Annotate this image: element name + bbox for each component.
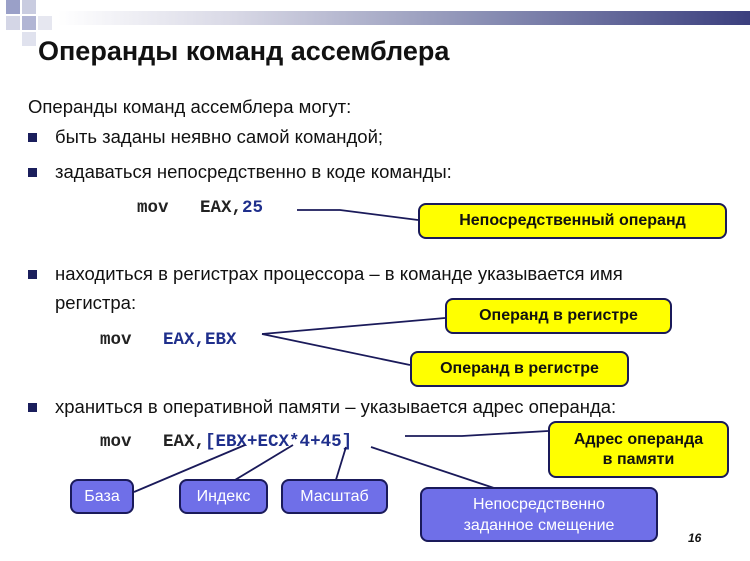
code-operand: EAX, bbox=[163, 432, 206, 452]
bullet-implicit: быть заданы неявно самой командой; bbox=[55, 126, 384, 147]
code-line-register: mov EAX,EBX bbox=[100, 330, 237, 350]
header-gradient-bar bbox=[58, 11, 750, 25]
callout-text: Непосредственно bbox=[473, 495, 605, 513]
code-register-operands: EAX,EBX bbox=[163, 330, 237, 350]
bullet-marker bbox=[28, 133, 37, 142]
decor-square bbox=[22, 16, 36, 30]
code-op: mov bbox=[100, 330, 132, 350]
callout-immediate-operand: Непосредственный операнд bbox=[418, 203, 727, 239]
callout-index: Индекс bbox=[179, 479, 268, 514]
callout-text: Индекс bbox=[196, 488, 251, 505]
callout-text: База bbox=[84, 488, 120, 505]
slide-title: Операнды команд ассемблера bbox=[38, 36, 450, 66]
code-op: mov bbox=[100, 432, 132, 452]
decor-square bbox=[38, 16, 52, 30]
code-operand: EAX, bbox=[200, 198, 243, 218]
callout-register-operand-1: Операнд в регистре bbox=[445, 298, 672, 334]
bullet-register: находиться в регистрах процессора – в ко… bbox=[55, 263, 623, 284]
page-number: 16 bbox=[688, 531, 702, 545]
bullet-marker bbox=[28, 168, 37, 177]
callout-memory-address: Адрес операнда в памяти bbox=[548, 421, 729, 478]
decor-square bbox=[22, 32, 36, 46]
intro-text: Операнды команд ассемблера могут: bbox=[28, 96, 352, 117]
callout-scale: Масштаб bbox=[281, 479, 388, 514]
callout-text: Операнд в регистре bbox=[440, 360, 599, 377]
decor-square bbox=[22, 0, 36, 14]
bullet-immediate: задаваться непосредственно в коде команд… bbox=[55, 161, 452, 182]
decor-square bbox=[6, 16, 20, 30]
callout-text: Масштаб bbox=[300, 488, 369, 505]
code-op: mov bbox=[137, 198, 169, 218]
callout-text: Непосредственный операнд bbox=[459, 212, 686, 229]
code-line-immediate: mov EAX,25 bbox=[137, 198, 263, 218]
code-immediate-value: 25 bbox=[242, 198, 264, 218]
callout-text: Адрес операнда bbox=[573, 430, 704, 448]
bullet-marker bbox=[28, 270, 37, 279]
bullet-register-cont: регистра: bbox=[55, 292, 137, 313]
callout-register-operand-2: Операнд в регистре bbox=[410, 351, 629, 387]
callout-text: Операнд в регистре bbox=[479, 307, 638, 324]
callout-displacement: Непосредственно заданное смещение bbox=[420, 487, 658, 542]
bullet-marker bbox=[28, 403, 37, 412]
callout-base: База bbox=[70, 479, 134, 514]
decor-square bbox=[6, 0, 20, 14]
callout-text: заданное смещение bbox=[463, 516, 615, 534]
callout-text: в памяти bbox=[602, 450, 675, 468]
bullet-memory: храниться в оперативной памяти – указыва… bbox=[55, 396, 617, 417]
